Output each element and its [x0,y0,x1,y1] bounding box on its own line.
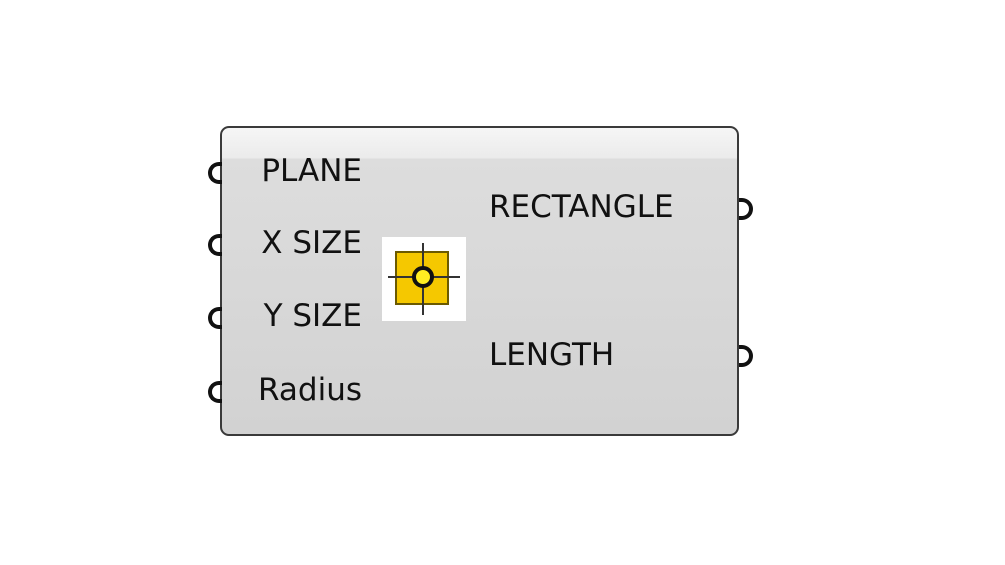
rectangle-component[interactable]: PLANE X SIZE Y SIZE Radius RECTANGLE LEN… [208,126,753,436]
input-label-plane: PLANE [261,153,362,189]
output-grip-rectangle[interactable] [739,198,753,220]
output-grip-length[interactable] [739,345,753,367]
input-grip-y-size[interactable] [208,307,222,329]
input-grip-radius[interactable] [208,381,222,403]
input-label-x-size: X SIZE [261,225,362,261]
output-label-length: LENGTH [489,337,615,373]
output-label-rectangle: RECTANGLE [489,189,674,225]
input-grip-x-size[interactable] [208,234,222,256]
input-grip-plane[interactable] [208,162,222,184]
input-label-y-size: Y SIZE [263,298,362,334]
input-label-radius: Radius [258,372,362,408]
rectangle-with-center-point-icon [382,237,466,321]
